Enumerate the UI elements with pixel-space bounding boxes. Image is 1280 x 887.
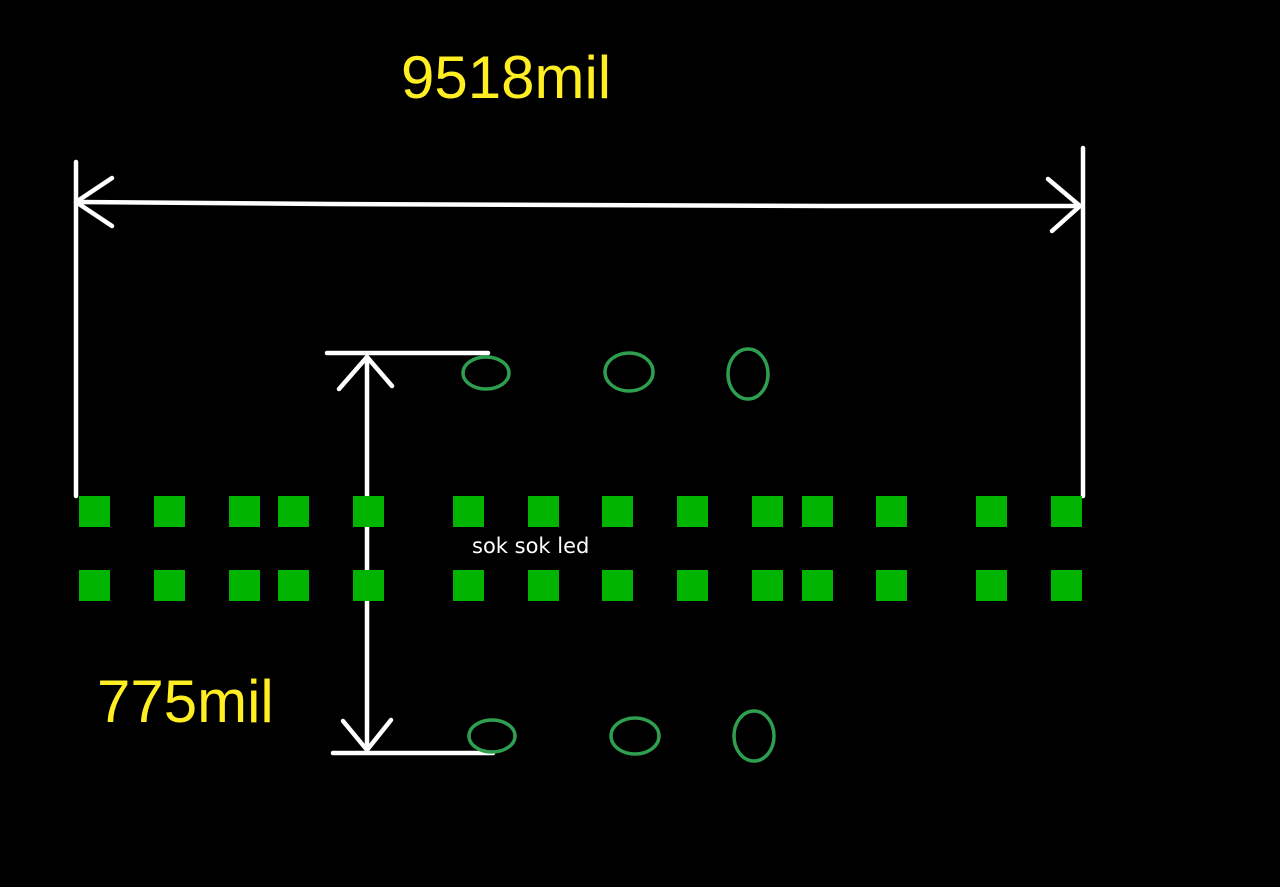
width-dimension: 9518mil bbox=[73, 44, 1086, 499]
smd-pad bbox=[602, 570, 633, 601]
width-dimension-line bbox=[73, 199, 1083, 209]
smd-pad bbox=[353, 570, 384, 601]
smd-pad bbox=[677, 496, 708, 527]
smd-pad bbox=[802, 570, 833, 601]
smd-pad bbox=[278, 570, 309, 601]
width-arrowhead-left bbox=[73, 175, 115, 229]
smd-pad bbox=[229, 570, 260, 601]
smd-pad bbox=[528, 570, 559, 601]
mounting-hole bbox=[726, 347, 770, 401]
width-arrowhead-right bbox=[1045, 176, 1083, 234]
height-dimension: 775mil bbox=[97, 350, 496, 756]
smd-pad bbox=[229, 496, 260, 527]
led-note-label: sok sok led bbox=[472, 534, 589, 558]
smd-pad bbox=[976, 496, 1007, 527]
smd-pad bbox=[752, 570, 783, 601]
smd-pad bbox=[876, 496, 907, 527]
smd-pad bbox=[79, 570, 110, 601]
smd-pad bbox=[677, 570, 708, 601]
smd-pad bbox=[154, 496, 185, 527]
mounting-hole bbox=[603, 351, 655, 393]
smd-pad bbox=[752, 496, 783, 527]
smd-pad bbox=[876, 570, 907, 601]
smd-pad bbox=[79, 496, 110, 527]
smd-pad bbox=[976, 570, 1007, 601]
smd-pad bbox=[154, 570, 185, 601]
mounting-holes bbox=[461, 347, 776, 763]
pad-row-bottom bbox=[79, 570, 1082, 601]
smd-pad bbox=[278, 496, 309, 527]
height-arrowhead-bottom bbox=[340, 717, 394, 753]
pad-row-top bbox=[79, 496, 1082, 527]
height-dimension-label: 775mil bbox=[97, 668, 274, 735]
smd-pad bbox=[1051, 496, 1082, 527]
width-dimension-label: 9518mil bbox=[401, 44, 611, 111]
mounting-hole bbox=[609, 716, 661, 756]
smd-pad bbox=[453, 570, 484, 601]
smd-pad bbox=[1051, 570, 1082, 601]
mounting-hole bbox=[461, 355, 511, 391]
smd-pad bbox=[802, 496, 833, 527]
smd-pad bbox=[453, 496, 484, 527]
smd-pad bbox=[353, 496, 384, 527]
mounting-hole bbox=[732, 709, 776, 763]
smd-pad bbox=[602, 496, 633, 527]
mounting-hole bbox=[467, 718, 517, 754]
height-arrowhead-top bbox=[336, 354, 395, 392]
smd-pad bbox=[528, 496, 559, 527]
